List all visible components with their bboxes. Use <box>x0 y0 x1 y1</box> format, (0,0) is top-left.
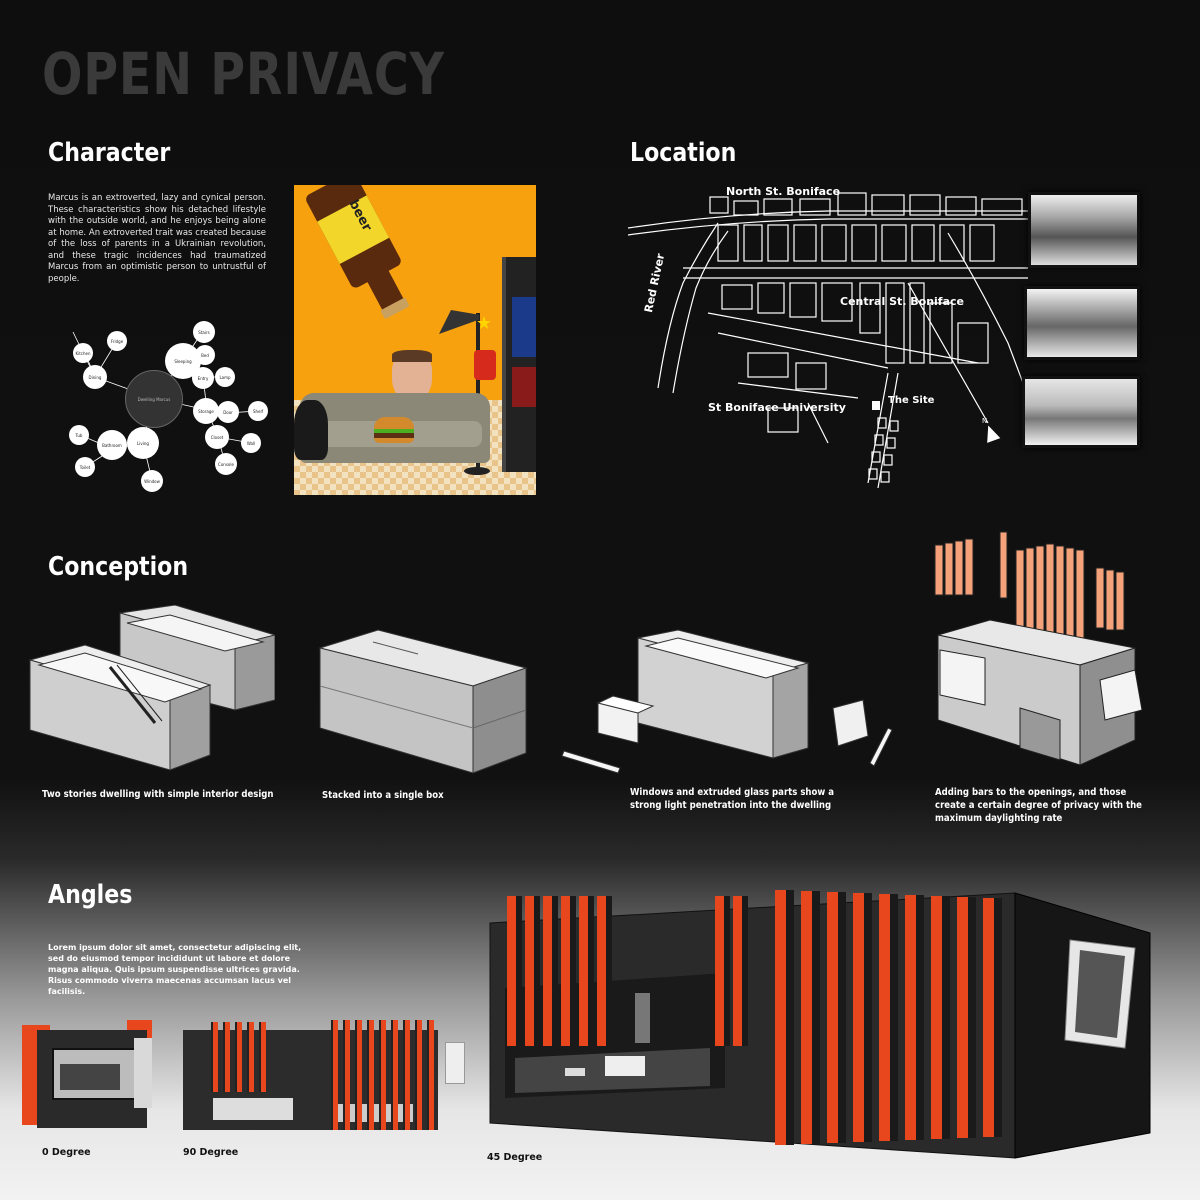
bar-45 <box>775 890 794 1145</box>
bar-45 <box>931 896 950 1139</box>
site-map: North St. Boniface Central St. Boniface … <box>628 183 1028 493</box>
conception-caption-1: Two stories dwelling with simple interio… <box>42 789 274 800</box>
label-north-st-boniface: North St. Boniface <box>726 185 841 198</box>
bubble-diagram: Dwelling Marcus Dining Sleeping Bathroom… <box>55 315 270 495</box>
bubble-node: Shelf <box>248 401 268 421</box>
bars-90 <box>183 1018 438 1133</box>
angle-caption-0: 0 Degree <box>42 1147 91 1158</box>
bar-45 <box>543 896 558 1046</box>
bubble-node: Window <box>141 470 163 492</box>
bubble-node: Toilet <box>75 457 95 477</box>
bubble-node: Dining <box>83 365 107 389</box>
bar-45 <box>957 897 976 1138</box>
bubble-node: Console <box>215 453 237 475</box>
angles-heading: Angles <box>48 880 133 910</box>
bar-45 <box>801 891 820 1144</box>
bubble-node: Bathroom <box>97 430 127 460</box>
bar-45 <box>579 896 594 1046</box>
bar-90 <box>355 1020 362 1130</box>
bar-45 <box>827 892 846 1143</box>
bubble-node: Lamp <box>215 367 235 387</box>
trash-bag-icon <box>294 400 328 460</box>
star-icon: ★ <box>476 313 493 334</box>
bar-90 <box>247 1022 254 1092</box>
bar-90 <box>343 1020 350 1130</box>
bar-90 <box>259 1022 266 1092</box>
model-stacked-box <box>318 629 528 774</box>
bar-90 <box>235 1022 242 1092</box>
bar-45 <box>597 896 612 1046</box>
bar-90 <box>427 1020 434 1130</box>
conception-heading: Conception <box>48 552 189 582</box>
angles-paragraph: Lorem ipsum dolor sit amet, consectetur … <box>48 943 302 996</box>
bubble-node: Wall <box>241 433 261 453</box>
bubble-node: Fridge <box>107 331 127 351</box>
bar-90 <box>403 1020 410 1130</box>
model-with-bars <box>934 531 1143 766</box>
map-streets <box>628 192 1028 489</box>
site-marker <box>872 401 880 410</box>
bubble-node: Kitchen <box>73 343 93 363</box>
label-central-st-boniface: Central St. Boniface <box>840 295 964 308</box>
label-st-boniface-university: St Boniface University <box>708 401 846 414</box>
page-title: OPEN PRIVACY <box>42 40 445 108</box>
character-heading: Character <box>48 138 171 168</box>
bar-45 <box>733 896 748 1046</box>
bar-45 <box>525 896 540 1046</box>
bar-45 <box>561 896 576 1046</box>
bubble-node: Stairs <box>193 321 215 343</box>
bar-90 <box>379 1020 386 1130</box>
conception-caption-2: Stacked into a single box <box>322 790 444 801</box>
arcade-cabinet-icon <box>502 257 536 472</box>
bar-45 <box>853 893 872 1142</box>
bubble-center: Dwelling Marcus <box>125 370 183 428</box>
conception-caption-3: Windows and extruded glass parts show a … <box>630 787 835 811</box>
bar-45 <box>879 894 898 1141</box>
burger-icon <box>374 417 414 443</box>
bubble-node: Entry <box>192 367 214 389</box>
beer-bottle-icon: beer <box>301 185 428 331</box>
conception-caption-4: Adding bars to the openings, and those c… <box>935 787 1142 824</box>
character-paragraph: Marcus is an extroverted, lazy and cynic… <box>48 193 266 284</box>
model-two-stories <box>28 605 275 771</box>
character-collage: beer ★ <box>294 185 536 495</box>
bar-90 <box>331 1020 338 1130</box>
bar-45 <box>507 896 522 1046</box>
bubble-node: Door <box>217 401 239 423</box>
model-exploded-windows <box>561 629 893 774</box>
location-heading: Location <box>630 138 737 168</box>
north-label: N <box>982 417 988 425</box>
bar-90 <box>211 1022 218 1092</box>
view-0-degree <box>22 1020 157 1130</box>
bubble-node: Storage <box>193 398 219 424</box>
bar-45 <box>983 898 1002 1137</box>
angle-caption-45: 45 Degree <box>487 1152 543 1163</box>
site-photo-3 <box>1022 376 1140 448</box>
bar-90 <box>391 1020 398 1130</box>
site-photo-2 <box>1024 286 1140 360</box>
bubble-node: Bed <box>195 345 215 365</box>
site-photo-1 <box>1028 192 1140 268</box>
bar-45 <box>715 896 730 1046</box>
view-90-degree <box>183 1018 468 1133</box>
bar-90 <box>367 1020 374 1130</box>
bubble-node: Tub <box>69 425 89 445</box>
bar-90 <box>415 1020 422 1130</box>
view-45-degree <box>485 888 1165 1178</box>
bubble-node: Living <box>127 427 159 459</box>
label-the-site: The Site <box>888 395 935 406</box>
bar-45 <box>905 895 924 1140</box>
mario-figure-icon <box>474 350 496 380</box>
bar-90 <box>223 1022 230 1092</box>
bars-45 <box>485 888 1025 1178</box>
angle-caption-90: 90 Degree <box>183 1147 239 1158</box>
bubble-node: Closet <box>205 425 229 449</box>
